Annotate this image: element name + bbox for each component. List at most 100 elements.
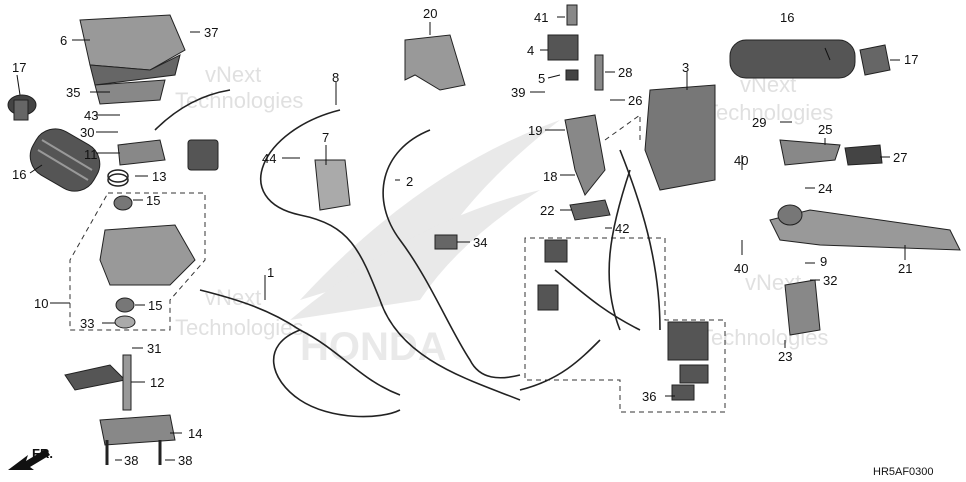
label-41: 41 [534,10,548,25]
harness-connectors [537,239,709,401]
part-20 [404,34,466,91]
part-23 [784,279,821,336]
direction-label: FR. [32,446,53,461]
label-43: 43 [84,108,98,123]
throttle-housing-10 [99,195,196,329]
switch-group-line [604,114,641,141]
part-labels: 1 2 3 4 5 6 7 8 9 10 11 12 13 14 15 15 1… [12,6,918,468]
label-42: 42 [615,221,629,236]
throttle-group-box [69,192,206,331]
watermark-tech-2: Technologies [705,100,833,125]
block-27 [844,144,883,166]
part-34 [434,234,458,250]
harness-wire-2 [608,169,631,331]
label-29: 29 [752,115,766,130]
label-30: 30 [80,125,94,140]
switch-housing-6 [79,14,186,86]
group-boxes [69,114,726,413]
label-17b: 17 [904,52,918,67]
label-22: 22 [540,203,554,218]
label-14: 14 [188,426,202,441]
watermark-vnext-1: vNext [205,62,261,87]
label-31: 31 [147,341,161,356]
label-16a: 16 [12,167,26,182]
honda-wing-watermark: HONDA [290,120,560,369]
label-28: 28 [618,65,632,80]
bolt-28 [594,54,604,91]
label-15a: 15 [146,193,160,208]
brake-lever-21 [769,204,961,251]
switch-wire [154,89,231,131]
label-13: 13 [152,169,166,184]
svg-text:HONDA: HONDA [300,325,447,369]
label-6: 6 [60,33,67,48]
label-12: 12 [150,375,164,390]
watermark-tech-3: Technologies [175,315,303,340]
label-26: 26 [628,93,642,108]
harness-group-box [524,237,726,413]
label-44: 44 [262,151,276,166]
cable-8 [260,109,521,401]
label-3: 3 [682,60,689,75]
label-25: 25 [818,122,832,137]
cable-2 [382,129,521,379]
label-19: 19 [528,123,542,138]
label-23: 23 [778,349,792,364]
end-cap-left-17 [7,94,37,121]
label-32: 32 [823,273,837,288]
label-38b: 38 [178,453,192,468]
label-33: 33 [80,316,94,331]
end-cap-right-17 [859,44,891,76]
label-15b: 15 [148,298,162,313]
label-4: 4 [527,43,534,58]
label-20: 20 [423,6,437,21]
watermark-tech-1: Technologies [175,88,303,113]
cable-loop-1 [272,329,401,418]
bracket-25 [779,139,841,166]
bracket-35 [94,79,166,105]
label-10: 10 [34,296,48,311]
label-21: 21 [898,261,912,276]
cable-end [519,339,601,391]
label-9: 9 [820,254,827,269]
spring-13 [107,169,129,187]
cables [154,89,661,418]
connector-switch [187,139,219,171]
label-17a: 17 [12,60,26,75]
relay-4 [547,34,579,81]
label-11: 11 [84,147,98,162]
label-39: 39 [511,85,525,100]
right-grip-16 [729,39,856,79]
label-38a: 38 [124,453,138,468]
label-27: 27 [893,150,907,165]
front-direction-arrow: FR. [8,446,53,470]
label-16b: 16 [780,10,794,25]
label-37: 37 [204,25,218,40]
bracket-7 [314,159,351,211]
throttle-lever-12 [64,354,176,465]
label-34: 34 [473,235,487,250]
label-2: 2 [406,174,413,189]
label-40a: 40 [734,153,748,168]
diagram-code: HR5AF0300 [873,466,934,478]
label-7: 7 [322,130,329,145]
housing-3 [644,84,716,191]
label-35: 35 [66,85,80,100]
label-5: 5 [538,71,545,86]
label-40b: 40 [734,261,748,276]
label-18: 18 [543,169,557,184]
bolt-41 [566,4,578,26]
cable-1 [199,289,401,396]
harness-wire-3 [554,269,641,331]
switch-18 [564,114,606,196]
label-36: 36 [642,389,656,404]
label-24: 24 [818,181,832,196]
label-1: 1 [267,265,274,280]
clip-22 [569,199,611,221]
plate-11 [117,139,166,166]
leader-lines [16,16,906,461]
watermark-group: vNext Technologies vNext Technologies vN… [175,62,833,350]
label-8: 8 [332,70,339,85]
